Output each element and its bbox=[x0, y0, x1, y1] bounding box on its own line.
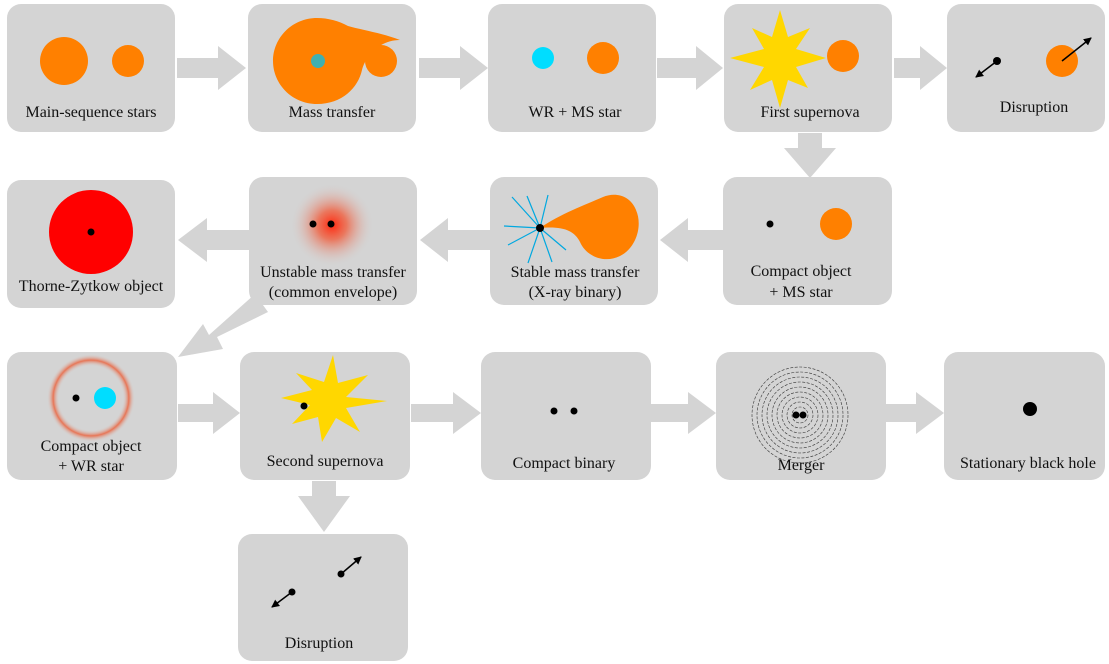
black-hole bbox=[1023, 402, 1037, 416]
stage-label: Merger bbox=[778, 457, 825, 474]
ms-star bbox=[820, 208, 852, 240]
panel bbox=[7, 4, 175, 132]
stage-label: WR + MS star bbox=[528, 104, 622, 121]
stage-label: Disruption bbox=[285, 635, 353, 652]
donor-envelope bbox=[273, 18, 400, 104]
stage-label: Mass transfer bbox=[289, 104, 376, 121]
arrow-first-sn-down bbox=[784, 133, 836, 178]
stage-label-line-1: Compact object bbox=[41, 438, 142, 455]
stage-disruption-1: Disruption bbox=[947, 4, 1105, 132]
ms-star bbox=[587, 42, 619, 74]
stage-main-sequence: Main-sequence stars bbox=[7, 4, 175, 132]
compact-object-2 bbox=[570, 407, 578, 415]
star-velocity-arrow bbox=[1061, 37, 1092, 62]
panel bbox=[238, 534, 408, 661]
stage-mass-transfer: Mass transfer bbox=[248, 4, 416, 132]
stage-stable-mass-transfer: Stable mass transfer (X-ray binary) bbox=[490, 177, 658, 305]
arrow-wr-ms-to-first-sn bbox=[657, 46, 723, 90]
arrow-unstable-to-tzo bbox=[178, 218, 250, 262]
compact-object bbox=[536, 224, 544, 232]
ms-star-large bbox=[40, 37, 88, 85]
stage-thorne-zytkow: Thorne-Zytkow object bbox=[7, 180, 175, 308]
stage-label-line-2: (common envelope) bbox=[269, 284, 397, 301]
arrow-first-sn-to-disruption bbox=[894, 46, 947, 90]
panel bbox=[944, 352, 1105, 480]
compact-core bbox=[87, 228, 95, 236]
stage-compact-ms: Compact object + MS star bbox=[723, 177, 892, 305]
stage-label: Main-sequence stars bbox=[25, 104, 156, 121]
stage-label: Thorne-Zytkow object bbox=[19, 278, 164, 295]
stage-compact-wr: Compact object + WR star bbox=[7, 352, 177, 480]
gravitational-waves bbox=[751, 366, 849, 464]
arrow-stable-to-unstable bbox=[420, 218, 490, 262]
supernova-burst bbox=[730, 10, 826, 108]
compact-object bbox=[72, 394, 80, 402]
compact-object-1 bbox=[288, 588, 296, 596]
arrow-compact-binary-to-merger bbox=[651, 392, 716, 434]
compact-object-2 bbox=[799, 411, 807, 419]
compact-object bbox=[309, 220, 317, 228]
compact-object-2 bbox=[337, 570, 345, 578]
stage-first-supernova: First supernova bbox=[724, 4, 892, 132]
panel bbox=[481, 352, 651, 480]
supernova-burst bbox=[281, 355, 387, 442]
compact-object bbox=[993, 57, 1001, 65]
arrow-mass-transfer-to-wr-ms bbox=[419, 46, 488, 90]
stage-unstable-mass-transfer: Unstable mass transfer (common envelope) bbox=[249, 177, 417, 305]
panel bbox=[723, 177, 892, 305]
stage-label: Stationary black hole bbox=[960, 455, 1096, 472]
panel bbox=[488, 4, 656, 132]
stage-label: First supernova bbox=[760, 104, 859, 121]
accretor-star bbox=[365, 45, 397, 77]
arrow-compact-wr-to-second-sn bbox=[178, 392, 240, 434]
x-ray-jets bbox=[503, 194, 567, 264]
arrow-ms-to-mass-transfer bbox=[177, 46, 246, 90]
stage-label-line-1: Unstable mass transfer bbox=[260, 264, 406, 281]
compact-velocity-arrow bbox=[975, 60, 998, 78]
arrow-unstable-to-compact-wr bbox=[178, 294, 268, 357]
stage-merger: Merger bbox=[716, 352, 886, 480]
stage-label-line-2: (X-ray binary) bbox=[529, 284, 622, 301]
ms-star bbox=[827, 40, 859, 72]
stage-label: Disruption bbox=[1000, 99, 1068, 116]
wr-wind-shell bbox=[47, 354, 135, 442]
donor-core bbox=[327, 220, 335, 228]
compact-velocity-arrow-1 bbox=[271, 591, 293, 608]
stage-label-line-2: + WR star bbox=[58, 458, 124, 475]
wr-star bbox=[532, 47, 554, 69]
stage-label: Compact binary bbox=[513, 455, 616, 472]
arrow-compact-ms-to-stable bbox=[660, 218, 723, 262]
flow-arrows bbox=[177, 46, 947, 532]
donor-star-stream bbox=[540, 194, 639, 260]
panel bbox=[947, 4, 1105, 132]
compact-object bbox=[766, 220, 774, 228]
stage-second-supernova: Second supernova bbox=[240, 352, 410, 480]
compact-object-1 bbox=[550, 407, 558, 415]
stage-label-line-1: Stable mass transfer bbox=[511, 264, 641, 281]
stage-disruption-2: Disruption bbox=[238, 534, 408, 661]
stage-wr-ms: WR + MS star bbox=[488, 4, 656, 132]
wr-star bbox=[94, 387, 116, 409]
stage-label-line-2: + MS star bbox=[769, 284, 833, 301]
arrow-merger-to-bh bbox=[886, 392, 944, 434]
stage-label-line-1: Compact object bbox=[751, 263, 852, 280]
compact-object bbox=[300, 402, 308, 410]
stage-compact-binary: Compact binary bbox=[481, 352, 651, 480]
stage-label: Second supernova bbox=[267, 453, 384, 470]
stage-stationary-bh: Stationary black hole bbox=[944, 352, 1105, 480]
donor-core bbox=[311, 54, 325, 68]
arrow-second-sn-down bbox=[298, 481, 350, 532]
compact-object-1 bbox=[792, 411, 800, 419]
arrow-second-sn-to-compact-binary bbox=[411, 392, 481, 434]
compact-velocity-arrow-2 bbox=[340, 556, 362, 575]
ms-star-small bbox=[112, 45, 144, 77]
